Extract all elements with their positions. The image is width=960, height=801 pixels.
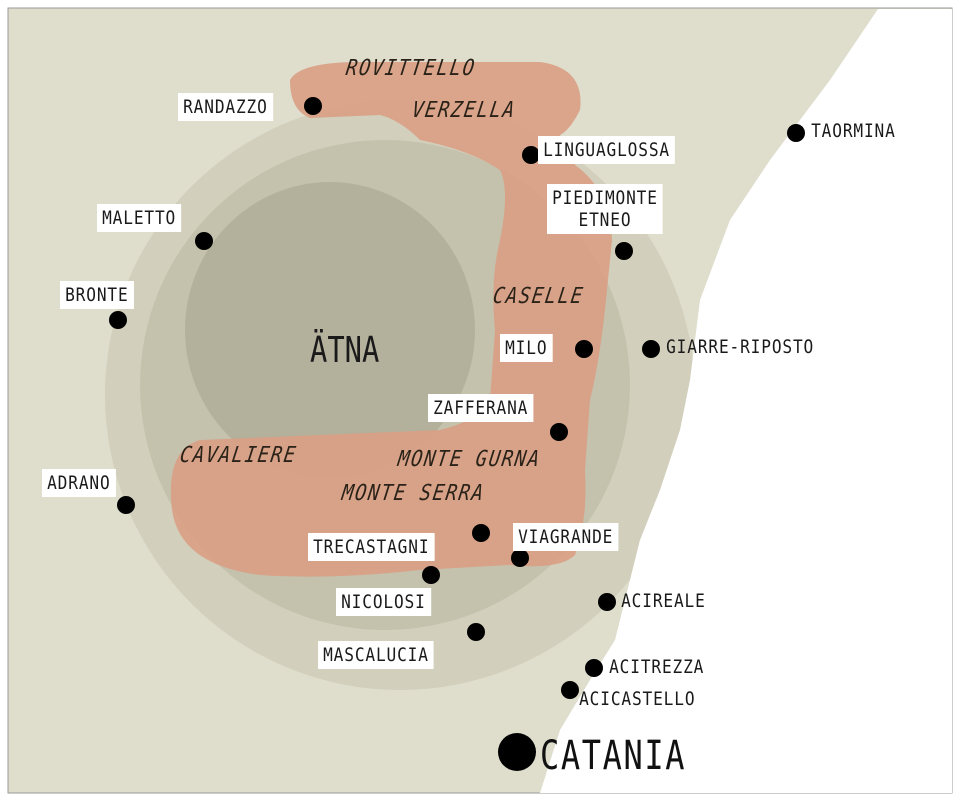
label-linguaglossa: LINGUAGLOSSA [538, 136, 676, 164]
label-piedimonte-line2: ETNEO [578, 209, 632, 231]
dot-adrano[interactable] [117, 496, 135, 514]
label-maletto: MALETTO [97, 204, 182, 232]
dot-acicastello[interactable] [561, 681, 579, 699]
dot-acitrezza[interactable] [585, 659, 603, 677]
area-rovittello: ROVITTELLO [344, 56, 478, 81]
label-viagrande: VIAGRANDE [513, 523, 619, 551]
label-taormina: TAORMINA [811, 120, 896, 142]
wine-zone [170, 62, 613, 577]
dot-piedimonte-etneo[interactable] [615, 242, 633, 260]
label-acireale: ACIREALE [621, 590, 706, 612]
dot-bronte[interactable] [109, 311, 127, 329]
label-milo: MILO [500, 334, 553, 362]
summit-area [185, 182, 475, 478]
dot-milo[interactable] [575, 340, 593, 358]
area-verzella: VERZELLA [410, 98, 518, 123]
sea [540, 9, 952, 793]
label-trecastagni: TRECASTAGNI [308, 533, 435, 561]
area-cavaliere: CAVALIERE [178, 443, 299, 468]
label-zafferana: ZAFFERANA [428, 394, 534, 422]
dot-taormina[interactable] [787, 124, 805, 142]
dot-randazzo[interactable] [304, 97, 322, 115]
dot-mascalucia[interactable] [467, 623, 485, 641]
dot-maletto[interactable] [195, 232, 213, 250]
town-dots [109, 97, 805, 771]
label-randazzo: RANDAZZO [178, 93, 273, 121]
dot-trecastagni[interactable] [472, 524, 490, 542]
label-giarre-riposto: GIARRE-RIPOSTO [666, 336, 815, 358]
dot-nicolosi[interactable] [422, 566, 440, 584]
label-acicastello: ACICASTELLO [579, 688, 696, 710]
label-mascalucia: MASCALUCIA [318, 641, 434, 669]
area-monte-serra: MONTE SERRA [340, 481, 487, 506]
label-adrano: ADRANO [42, 469, 116, 497]
area-caselle: CASELLE [491, 284, 586, 309]
label-bronte: BRONTE [60, 281, 134, 309]
volcano-label: ÄTNA [310, 330, 380, 371]
label-catania: CATANIA [540, 733, 687, 779]
dot-viagrande[interactable] [511, 549, 529, 567]
label-piedimonte-line1: PIEDIMONTE [552, 187, 658, 209]
dot-acireale[interactable] [598, 593, 616, 611]
label-nicolosi: NICOLOSI [336, 588, 431, 616]
area-monte-gurna: MONTE GURNA [396, 447, 543, 472]
dot-zafferana[interactable] [550, 423, 568, 441]
dot-giarre-riposto[interactable] [642, 340, 660, 358]
label-piedimonte-etneo: PIEDIMONTE ETNEO [547, 184, 663, 234]
dot-catania[interactable] [498, 733, 536, 771]
label-acitrezza: ACITREZZA [609, 656, 705, 678]
dot-linguaglossa[interactable] [522, 146, 540, 164]
